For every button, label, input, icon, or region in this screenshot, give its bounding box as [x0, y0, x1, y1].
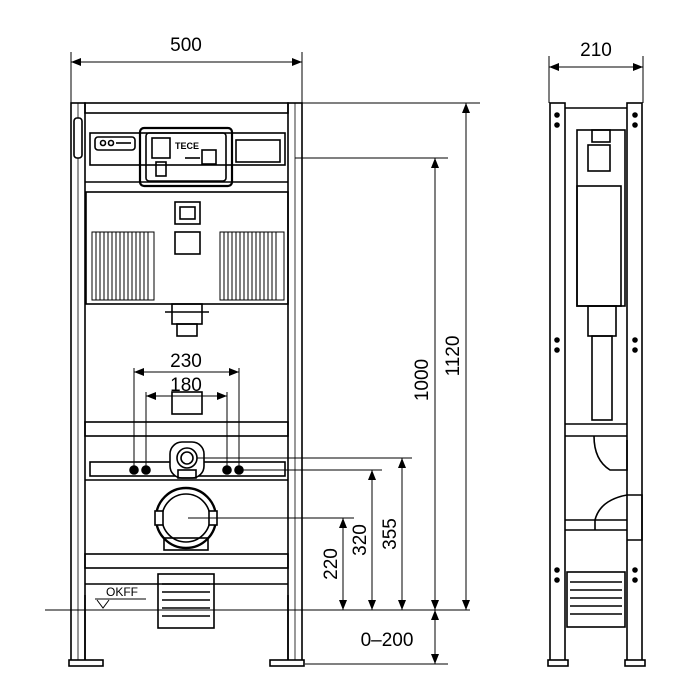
- dim-height-355-label: 355: [380, 518, 401, 550]
- water-inlet-connector: [169, 441, 205, 479]
- dim-height-1120-label: 1120: [443, 336, 464, 377]
- front-bottom-crossbar: [84, 553, 289, 569]
- actuator-plate: [138, 126, 234, 188]
- cistern-right-grille: [219, 231, 285, 301]
- side-outlet-bend: [594, 494, 643, 541]
- front-right-foot: [269, 659, 305, 667]
- dim-leg-adjust-label: 0–200: [361, 630, 414, 651]
- dim-depth-label: 210: [580, 40, 612, 61]
- floor-reference-label: OKFF: [106, 585, 138, 599]
- side-inlet-bend: [593, 435, 628, 471]
- front-left-foot: [68, 659, 104, 667]
- cistern-left-grille: [91, 231, 155, 301]
- dim-spacing-180-label: 180: [170, 375, 202, 396]
- dim-height-320-label: 320: [350, 524, 371, 556]
- front-middle-crossbar: [84, 421, 289, 437]
- dim-spacing-230-label: 230: [170, 351, 202, 372]
- side-view: [547, 102, 646, 667]
- side-cistern: [576, 129, 626, 307]
- side-bottom-drain: [566, 571, 626, 628]
- dim-height-1000-label: 1000: [412, 359, 433, 401]
- front-bottom-drain: [157, 573, 215, 629]
- flush-pipe: [171, 303, 203, 325]
- brand-logo: TECE: [175, 141, 199, 151]
- dim-width-label: 500: [170, 35, 202, 56]
- waste-outlet-bend: [154, 486, 218, 551]
- dim-height-220-label: 220: [321, 548, 342, 580]
